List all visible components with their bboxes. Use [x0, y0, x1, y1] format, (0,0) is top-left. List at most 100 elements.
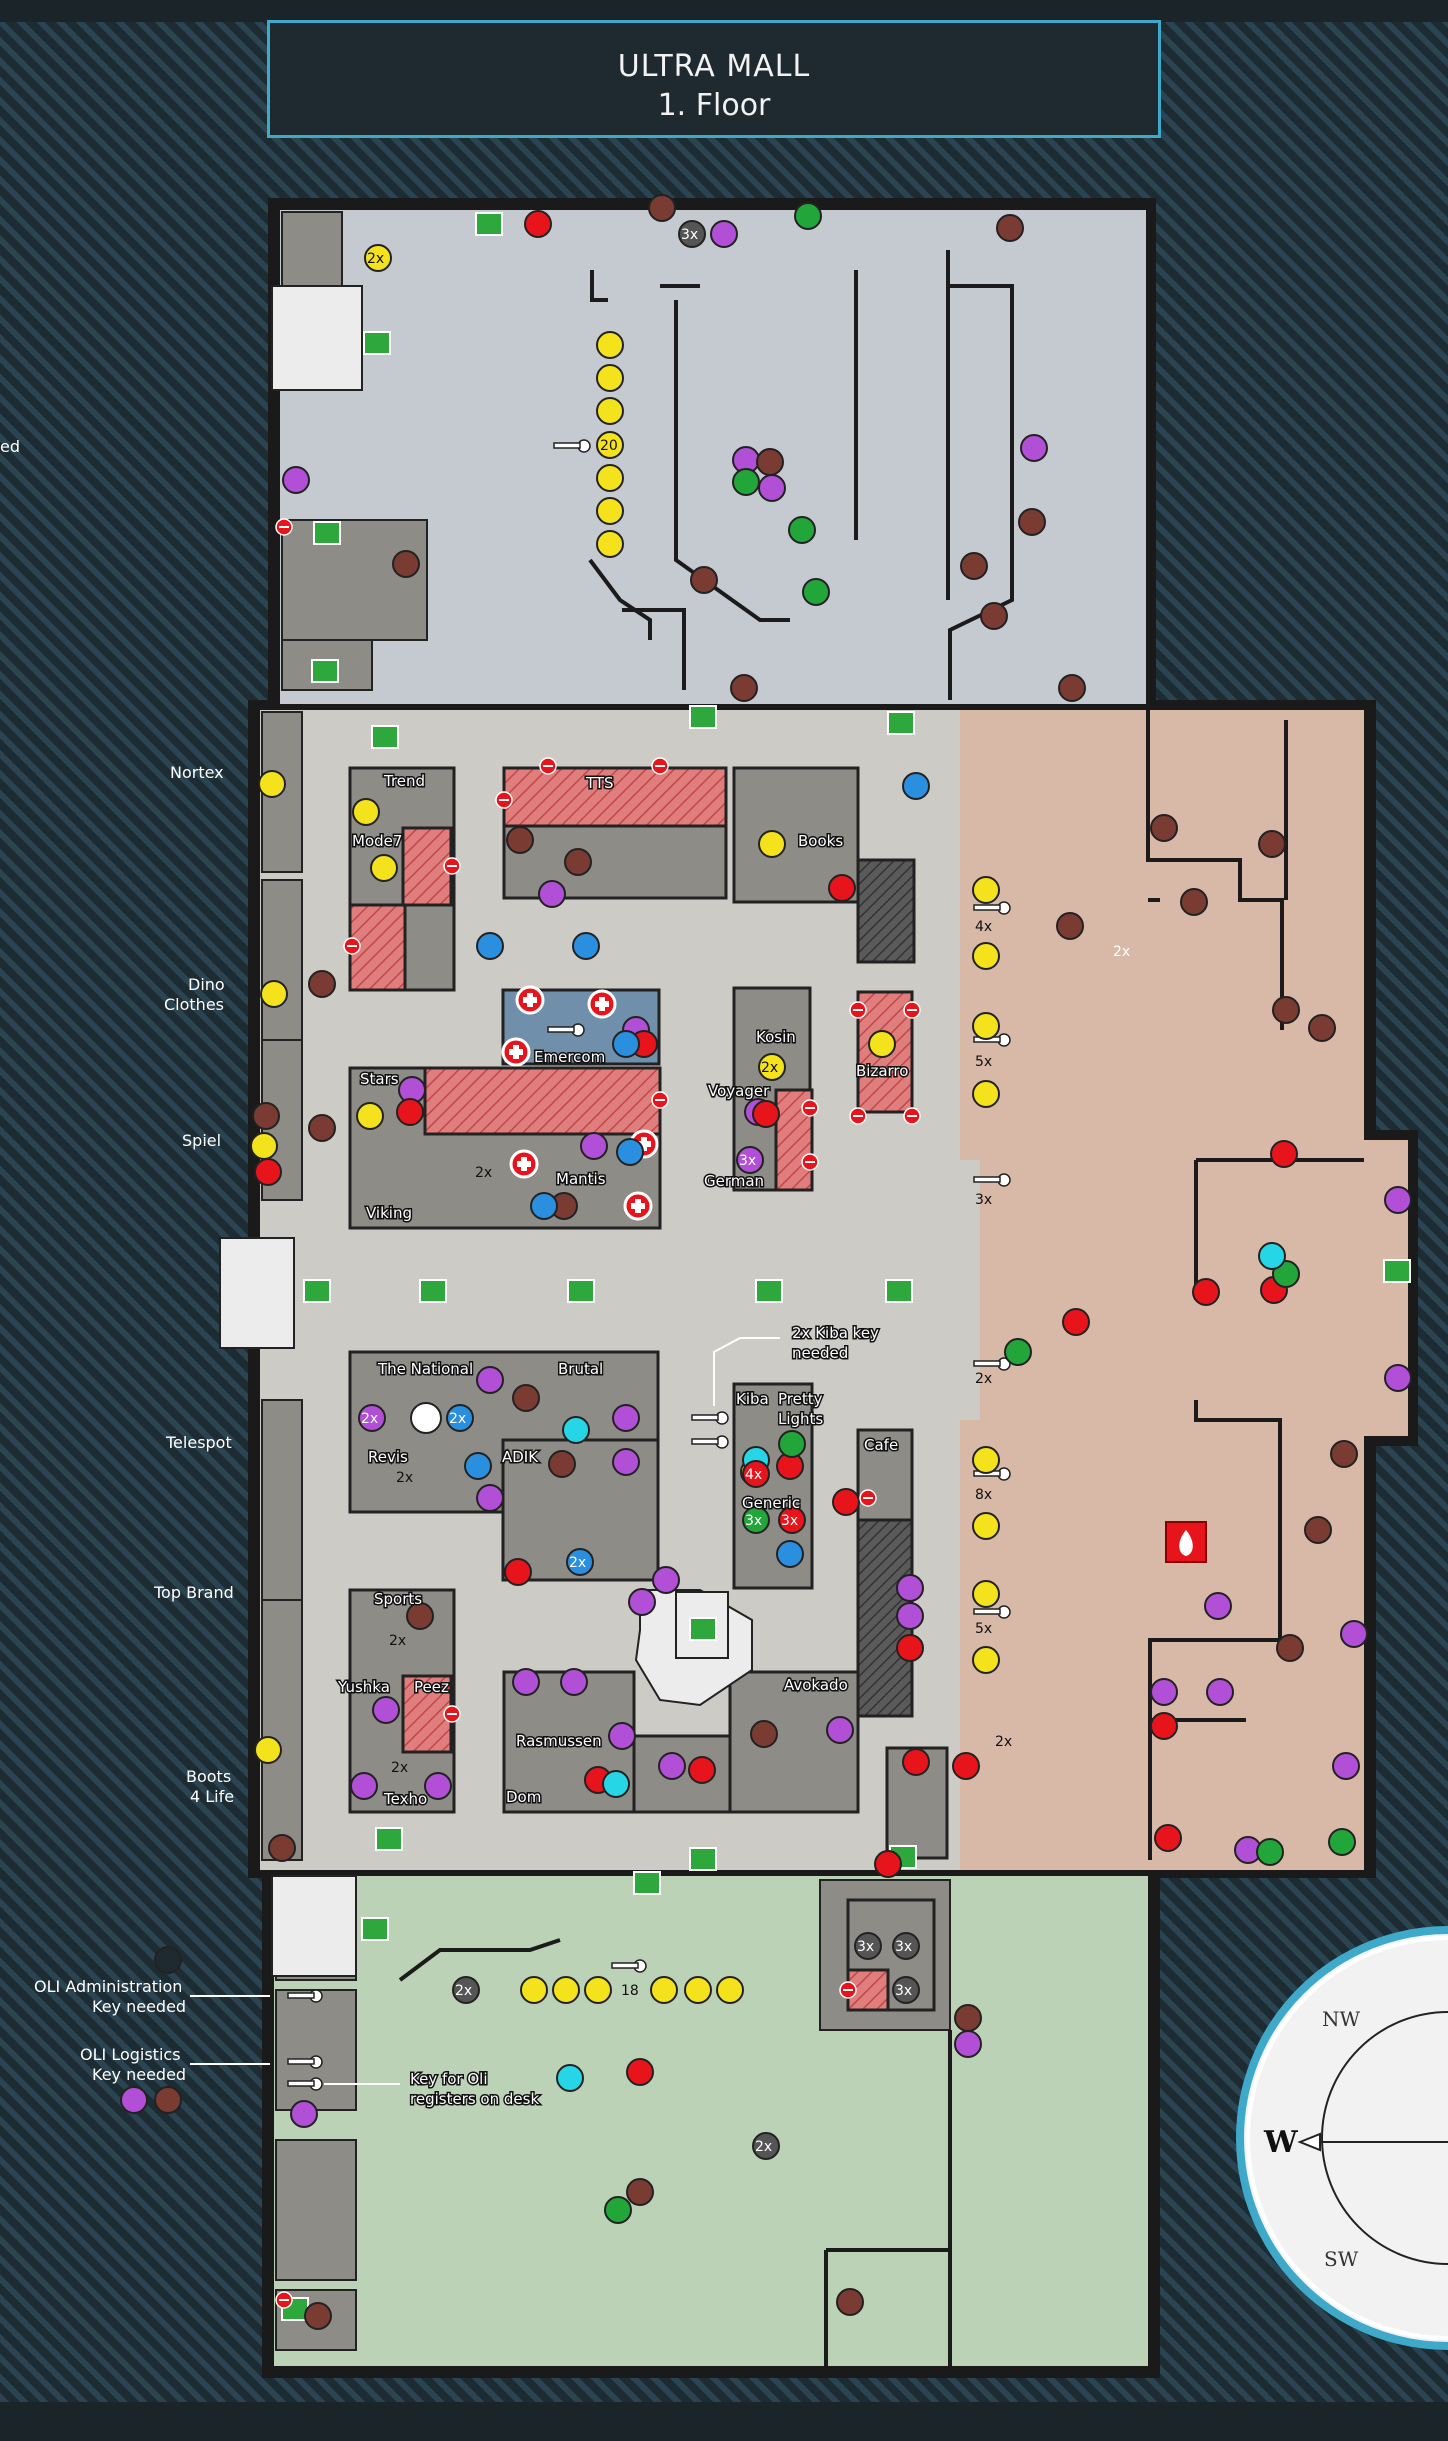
loot-brown	[1258, 830, 1286, 858]
count-3x: 3x	[681, 227, 698, 243]
store-label-yushka: Yushka	[337, 1678, 390, 1696]
loot-blue	[776, 1540, 804, 1568]
count-2x: 2x	[761, 1060, 778, 1076]
loot-yellow	[972, 1580, 1000, 1608]
loot-blue	[464, 1452, 492, 1480]
kiba-note-line2: needed	[792, 1344, 848, 1362]
loot-red	[504, 1558, 532, 1586]
loot-brown	[1276, 1634, 1304, 1662]
loot-purple	[1384, 1364, 1412, 1392]
loot-brown	[648, 194, 676, 222]
store-label-cafe: Cafe	[864, 1436, 898, 1454]
stairs-icon	[689, 1847, 717, 1871]
store-label-kosin: Kosin	[756, 1028, 796, 1046]
store-label-mode7: Mode7	[352, 832, 402, 850]
count-5x: 5x	[975, 1621, 992, 1637]
loot-green	[788, 516, 816, 544]
stairs-icon	[371, 725, 399, 749]
count-3x: 3x	[857, 1939, 874, 1955]
loot-blue	[616, 1138, 644, 1166]
store-label-rasmussen: Rasmussen	[516, 1732, 602, 1750]
count-2x: 2x	[449, 1411, 466, 1427]
loot-markers[interactable]	[120, 194, 1412, 2330]
loot-red	[626, 2058, 654, 2086]
loot-brown	[308, 1114, 336, 1142]
loot-purple	[826, 1716, 854, 1744]
loot-purple	[580, 1132, 608, 1160]
map-title-box: ULTRA MALL 1. Floor	[267, 20, 1161, 138]
loot-purple	[538, 880, 566, 908]
loot-brown	[690, 566, 718, 594]
stairs-icon	[633, 1871, 661, 1895]
count-4x: 4x	[745, 1467, 762, 1483]
store-label-german: German	[704, 1172, 764, 1190]
loot-red	[1154, 1824, 1182, 1852]
loot-red	[902, 1748, 930, 1776]
loot-brown	[750, 1720, 778, 1748]
loot-purple	[282, 466, 310, 494]
no-entry-icon	[849, 1107, 867, 1125]
loot-red	[1192, 1278, 1220, 1306]
store-label-the-national: The National	[377, 1360, 473, 1378]
floor-label: 1. Floor	[657, 88, 771, 123]
loot-red	[752, 1100, 780, 1128]
loot-purple	[896, 1574, 924, 1602]
side-label-dino: Dino	[188, 975, 225, 994]
store-label-brutal: Brutal	[558, 1360, 603, 1378]
loot-yellow	[972, 1012, 1000, 1040]
loot-green	[742, 1506, 770, 1534]
stairs-icon	[361, 1917, 389, 1941]
store-labels: Trend Mode7 TTS Books Emercom Stars Kosi…	[336, 771, 910, 1810]
count-2x: 2x	[367, 251, 384, 267]
loot-brown	[836, 2288, 864, 2316]
stairs-icon	[887, 711, 915, 735]
count-4x: 4x	[975, 919, 992, 935]
loot-brown	[304, 2302, 332, 2330]
no-entry-icon	[275, 2291, 293, 2309]
loot-yellow	[596, 464, 624, 492]
stairs-icon	[311, 659, 339, 683]
loot-cyan	[1258, 1242, 1286, 1270]
loot-purple	[1204, 1592, 1232, 1620]
loot-grey	[452, 1976, 480, 2004]
key-icon	[973, 1173, 1011, 1187]
loot-purple	[1340, 1620, 1368, 1648]
loot-yellow	[716, 1976, 744, 2004]
compass-w: W	[1263, 2125, 1299, 2160]
loot-yellow	[352, 798, 380, 826]
loot-purple	[358, 1404, 386, 1432]
loot-purple	[954, 2030, 982, 2058]
store-label-adik: ADIK	[502, 1448, 539, 1466]
loot-purple	[758, 474, 786, 502]
loot-brown	[626, 2178, 654, 2206]
loot-brown	[980, 602, 1008, 630]
medical-cross-icon	[623, 1191, 653, 1221]
loot-brown	[756, 448, 784, 476]
loot-red	[952, 1752, 980, 1780]
loot-red	[896, 1634, 924, 1662]
loot-blue	[612, 1030, 640, 1058]
side-label-oli-admin-key: Key needed	[92, 1997, 186, 2016]
key-icon	[973, 1605, 1011, 1619]
no-entry-icon	[651, 1091, 669, 1109]
zone-bottom-store	[274, 1876, 1148, 2366]
loot-yellow	[596, 364, 624, 392]
side-label-telespot: Telespot	[165, 1433, 232, 1452]
side-label-clothes: Clothes	[164, 995, 224, 1014]
loot-blue	[566, 1548, 594, 1576]
no-entry-icon	[539, 757, 557, 775]
loot-green	[1328, 1828, 1356, 1856]
loot-yellow	[254, 1736, 282, 1764]
loot-brown	[1058, 674, 1086, 702]
loot-purple	[512, 1668, 540, 1696]
compass-nw: NW	[1322, 2007, 1361, 2031]
loot-yellow	[650, 1976, 678, 2004]
compass-icon: NW W SW	[1236, 1926, 1448, 2350]
side-labels: ed Nortex Dino Clothes Spiel Telespot To…	[0, 437, 270, 2084]
loot-red	[396, 1098, 424, 1126]
loot-brown	[954, 2004, 982, 2032]
zone-right-mid-corridor	[900, 1160, 980, 1420]
loot-yellow	[972, 1646, 1000, 1674]
store-label-emercom: Emercom	[534, 1048, 605, 1066]
